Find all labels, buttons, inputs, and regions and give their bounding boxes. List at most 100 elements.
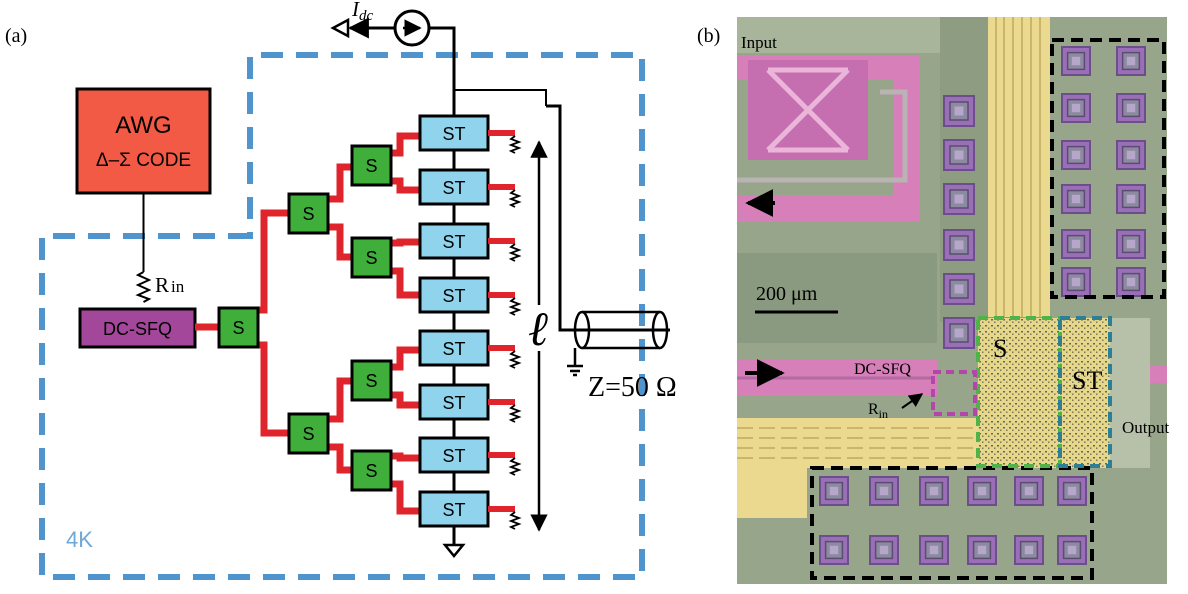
bias-pad (1061, 46, 1091, 76)
stack-block (418, 383, 490, 421)
splitter-label: S (232, 318, 244, 338)
splitter-label: S (302, 424, 314, 444)
termination-resistor (508, 457, 522, 476)
rin-chip-label: Rin (868, 401, 888, 421)
s-label: S (993, 334, 1007, 363)
pad-box-bottom (810, 466, 1094, 580)
termination-resistor (508, 511, 522, 530)
bias-pad (943, 273, 975, 305)
bias-pad (967, 476, 997, 506)
bias-pad (869, 476, 899, 506)
bias-pads-left (943, 95, 975, 349)
bias-pad (1061, 140, 1091, 170)
splitter-label: S (302, 204, 314, 224)
bias-pad (919, 535, 949, 565)
stack-label: ST (442, 393, 465, 413)
stack-label: ST (442, 339, 465, 359)
stack-label: ST (442, 500, 465, 520)
splitter (217, 306, 260, 349)
bias-pad (1116, 184, 1146, 214)
idc-label: Idc (351, 0, 374, 24)
bias-pad (943, 183, 975, 215)
bias-pad (869, 535, 899, 565)
rin-resistor (135, 271, 152, 303)
pad-box-top (1050, 38, 1166, 299)
splitter (350, 359, 393, 402)
output-line (454, 89, 547, 106)
bias-line (429, 26, 456, 116)
bias-pad (1116, 140, 1146, 170)
bias-pad (943, 95, 975, 127)
scale-label: 200 μm (756, 283, 818, 305)
bias-pad (1061, 267, 1091, 297)
termination-resistor (508, 189, 522, 208)
bias-pad (819, 476, 849, 506)
splitter-label: S (365, 156, 377, 176)
splitter-region-box (976, 316, 1062, 468)
splitter (350, 144, 393, 187)
ground-arrow (330, 17, 350, 39)
output-label: Output (1122, 418, 1170, 437)
splitters (217, 144, 393, 492)
awg-subtitle: Δ–Σ CODE (96, 150, 191, 171)
stack-label: ST (442, 124, 465, 144)
length-symbol: ℓ (529, 303, 550, 356)
bias-pad (819, 535, 849, 565)
output-line-down (546, 104, 580, 332)
stack-region-box (1058, 316, 1112, 468)
awg-title: AWG (115, 112, 171, 139)
rin-pointer (901, 393, 924, 409)
yellow-bus-horizontal (737, 418, 987, 468)
bias-pad (967, 535, 997, 565)
bias-pad (1116, 267, 1146, 297)
bias-pad (1057, 535, 1087, 565)
panel-a-label: (a) (5, 25, 27, 47)
bias-pad (919, 476, 949, 506)
bias-pad (1116, 46, 1146, 76)
bias-pad (1014, 476, 1044, 506)
dcsfq-label: DC-SFQ (103, 319, 172, 339)
splitter (287, 192, 330, 235)
coax-cable-icon (567, 310, 670, 377)
splitter (350, 449, 393, 492)
ground-icon (442, 543, 466, 558)
termination-resistor (508, 297, 522, 316)
stack-label: ST (442, 446, 465, 466)
splitter (350, 236, 393, 279)
micrograph: 200 μm Input S ST DC-SFQ Rin Output (737, 17, 1170, 584)
bias-pads-bottom (819, 476, 1087, 565)
input-label: Input (741, 33, 777, 52)
bias-pad (1116, 93, 1146, 123)
splitter-label: S (365, 461, 377, 481)
bias-pad (1061, 229, 1091, 259)
splitter-label: S (365, 248, 377, 268)
bias-pad (943, 317, 975, 349)
circuit-area (978, 318, 1110, 468)
termination-resistor (508, 243, 522, 262)
splitter-tree-wires (195, 132, 420, 515)
bias-pad (1116, 229, 1146, 259)
awg-box (75, 87, 212, 195)
termination-resistor (508, 135, 522, 154)
stack-label: ST (442, 286, 465, 306)
impedance-label: Z=50 Ω (588, 372, 677, 403)
dcsfq-chip-label: DC-SFQ (854, 361, 911, 378)
splitter (287, 412, 330, 455)
stack-array: ST ST ST ST ST ST ST ST (418, 114, 522, 530)
termination-resistor (508, 350, 522, 369)
termination-resistor (508, 404, 522, 423)
st-label: ST (1072, 366, 1102, 395)
stack-block (418, 168, 490, 206)
splitter-label: S (365, 371, 377, 391)
bias-pad (1061, 184, 1091, 214)
stack-label: ST (442, 232, 465, 252)
bias-pad (1014, 535, 1044, 565)
stack-label: ST (442, 178, 465, 198)
panel-b-label: (b) (697, 25, 720, 47)
bias-pad (943, 139, 975, 171)
panel-b: (b) (697, 17, 1170, 584)
temperature-label: 4K (66, 527, 93, 552)
